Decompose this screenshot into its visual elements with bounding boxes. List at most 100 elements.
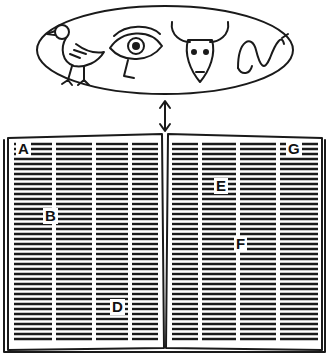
- text-line: [14, 323, 52, 325]
- text-line: [202, 143, 236, 145]
- text-line: [56, 308, 92, 310]
- text-line: [14, 288, 52, 290]
- text-line: [172, 223, 198, 225]
- text-line: [56, 148, 92, 150]
- text-line: [14, 198, 52, 200]
- text-line: [14, 263, 52, 265]
- text-line: [96, 178, 128, 180]
- text-line: [56, 283, 92, 285]
- text-line: [56, 313, 92, 315]
- bull-head-glyph: [172, 22, 228, 82]
- text-line: [132, 313, 158, 315]
- text-line: [14, 193, 52, 195]
- text-line: [172, 163, 198, 165]
- text-line: [56, 163, 92, 165]
- text-line: [240, 223, 276, 225]
- text-line: [56, 158, 92, 160]
- text-line: [280, 223, 318, 225]
- text-line: [240, 288, 276, 290]
- text-line: [132, 183, 158, 185]
- text-line: [14, 313, 52, 315]
- text-line: [14, 333, 52, 335]
- text-line: [202, 263, 236, 265]
- text-line: [280, 333, 318, 335]
- text-line: [202, 328, 236, 330]
- text-line: [172, 148, 198, 150]
- text-line: [56, 223, 92, 225]
- text-line: [172, 193, 198, 195]
- text-line: [240, 193, 276, 195]
- text-line: [280, 293, 318, 295]
- text-line: [280, 338, 318, 340]
- text-line: [172, 328, 198, 330]
- text-line: [202, 338, 236, 340]
- text-line: [240, 153, 276, 155]
- text-line: [240, 143, 276, 145]
- text-line: [132, 248, 158, 250]
- text-line: [96, 328, 128, 330]
- text-line: [240, 188, 276, 190]
- text-line: [172, 258, 198, 260]
- text-line: [280, 228, 318, 230]
- text-line: [240, 308, 276, 310]
- text-line: [96, 238, 128, 240]
- text-line: [56, 333, 92, 335]
- text-line: [280, 163, 318, 165]
- text-line: [240, 278, 276, 280]
- text-line: [240, 303, 276, 305]
- text-line: [202, 158, 236, 160]
- text-line: [172, 273, 198, 275]
- text-line: [202, 238, 236, 240]
- text-line: [56, 238, 92, 240]
- text-line: [96, 258, 128, 260]
- text-line: [280, 193, 318, 195]
- text-line: [132, 238, 158, 240]
- text-line: [56, 323, 92, 325]
- text-line: [280, 298, 318, 300]
- text-line: [172, 313, 198, 315]
- text-line: [172, 198, 198, 200]
- text-line: [14, 283, 52, 285]
- text-line: [56, 318, 92, 320]
- text-line: [14, 303, 52, 305]
- text-line: [202, 223, 236, 225]
- text-line: [96, 323, 128, 325]
- text-line: [132, 193, 158, 195]
- text-line: [202, 148, 236, 150]
- text-line: [172, 268, 198, 270]
- text-line: [14, 203, 52, 205]
- text-line: [202, 273, 236, 275]
- text-line: [56, 213, 92, 215]
- text-line: [132, 168, 158, 170]
- text-line: [172, 338, 198, 340]
- text-line: [14, 258, 52, 260]
- text-line: [132, 143, 158, 145]
- text-line: [172, 288, 198, 290]
- text-line: [280, 303, 318, 305]
- text-line: [96, 188, 128, 190]
- text-line: [14, 233, 52, 235]
- text-line: [202, 278, 236, 280]
- text-line: [280, 238, 318, 240]
- double-arrow: [160, 101, 170, 131]
- text-line: [240, 253, 276, 255]
- text-line: [96, 248, 128, 250]
- text-line: [56, 288, 92, 290]
- text-line: [280, 288, 318, 290]
- text-line: [240, 323, 276, 325]
- text-line: [172, 283, 198, 285]
- text-line: [202, 293, 236, 295]
- text-line: [14, 328, 52, 330]
- text-line: [56, 268, 92, 270]
- text-line: [240, 283, 276, 285]
- text-line: [172, 158, 198, 160]
- text-line: [202, 198, 236, 200]
- text-line: [132, 308, 158, 310]
- text-line: [202, 243, 236, 245]
- text-line: [132, 173, 158, 175]
- text-line: [280, 183, 318, 185]
- text-line: [132, 228, 158, 230]
- text-line: [172, 173, 198, 175]
- text-line: [132, 153, 158, 155]
